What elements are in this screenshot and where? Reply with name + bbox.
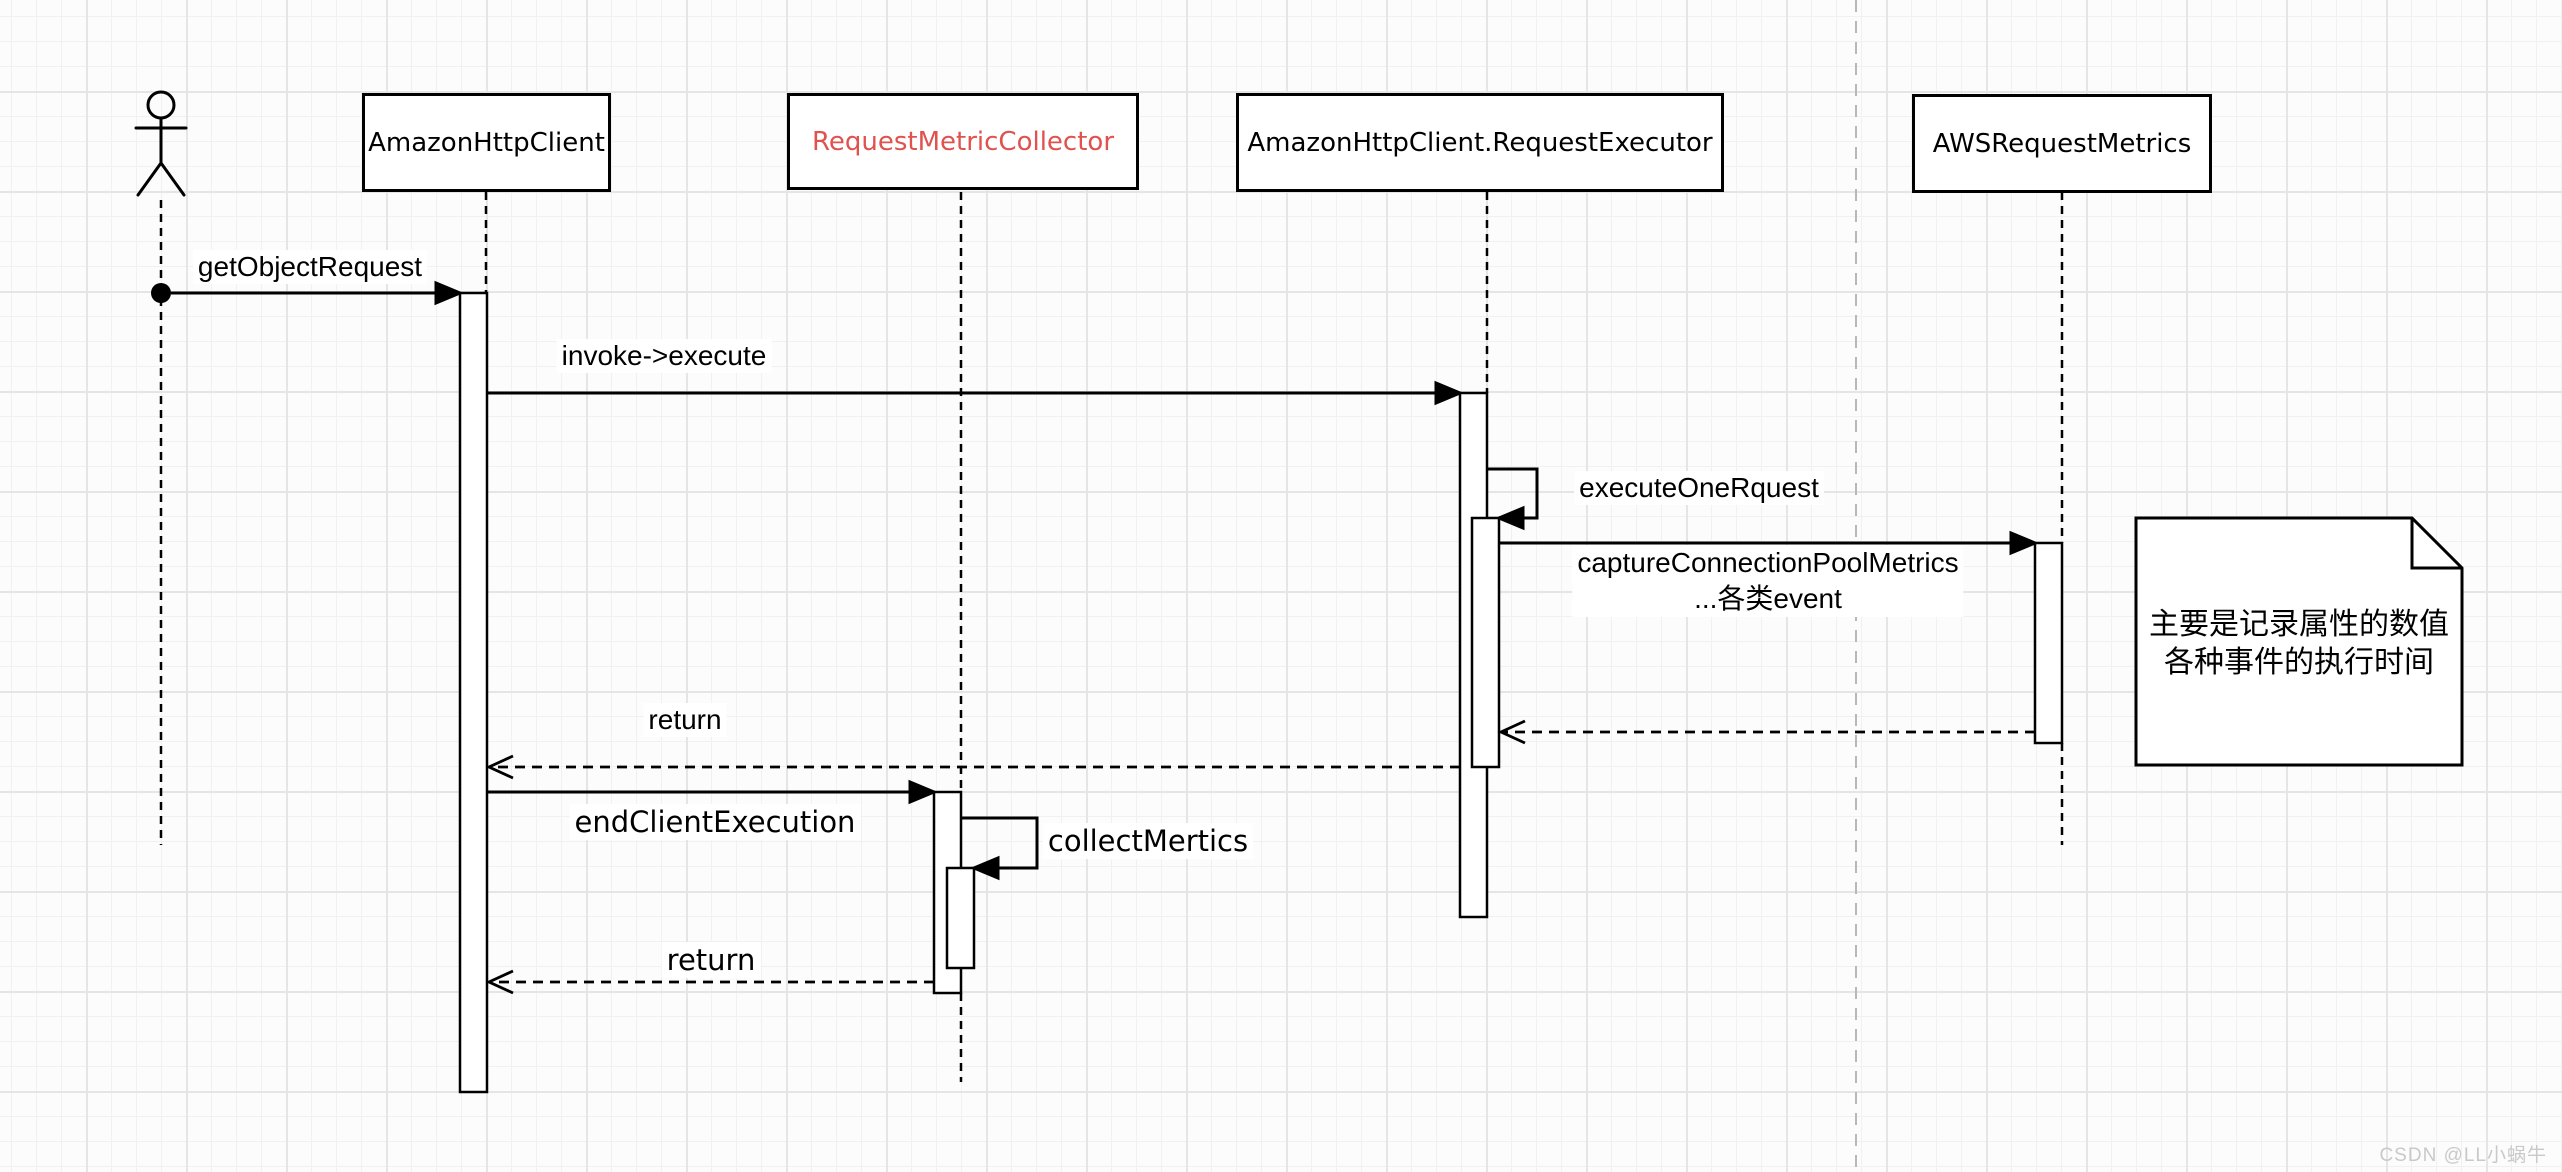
- note-outline: [2134, 516, 2464, 767]
- watermark: CSDN @LL小蜗牛: [2379, 1145, 2547, 1166]
- arrow-executeonerquest-selfloop: [1487, 467, 1539, 520]
- arrowhead-getobjectrequest: [434, 280, 464, 306]
- arrowhead-return-aws: [1497, 719, 1526, 745]
- participant-label: AmazonHttpClient.RequestExecutor: [1247, 127, 1713, 158]
- participant-label: AWSRequestMetrics: [1932, 128, 2192, 159]
- arrowhead-invoke-execute: [1434, 380, 1464, 406]
- participant-amazonhttpclient: AmazonHttpClient: [362, 93, 611, 192]
- note-fold-corner: [2410, 518, 2462, 570]
- arrowhead-return-collector: [485, 969, 514, 995]
- message-label-collectmertics: collectMertics: [1042, 823, 1254, 859]
- activation-requestmetriccollector-nested: [945, 866, 976, 970]
- participant-requestexecutor: AmazonHttpClient.RequestExecutor: [1236, 93, 1724, 192]
- note-line2: 各种事件的执行时间: [2164, 646, 2434, 679]
- actor-head: [146, 90, 176, 120]
- message-label-line1: captureConnectionPoolMetrics: [1577, 547, 1959, 578]
- activation-bars: [458, 291, 2064, 1094]
- arrowhead-captureconnectionpoolmetrics: [2009, 530, 2039, 556]
- arrowhead-return-executor: [485, 754, 514, 780]
- message-label-line2: ...各类event: [1694, 583, 1842, 614]
- activation-amazonhttpclient: [458, 291, 489, 1094]
- message-label-invoke-execute: invoke->execute: [556, 339, 772, 373]
- arrowhead-endclientexecution: [908, 779, 938, 805]
- arrowhead-executeonerquest: [1495, 505, 1525, 531]
- activation-requestexecutor-nested: [1470, 516, 1501, 769]
- message-label-return-collector: return: [661, 942, 761, 978]
- arrowhead-collectmertics: [970, 855, 1000, 881]
- actor-leg-right: [159, 161, 186, 197]
- return-arrows: [485, 719, 2035, 995]
- arrow-collectmertics-selfloop: [961, 816, 1039, 870]
- message-arrows: [151, 280, 2039, 881]
- participant-label: RequestMetricCollector: [811, 126, 1115, 157]
- actor-leg-left: [136, 161, 163, 197]
- lifelines: [159, 192, 2064, 1082]
- message-label-getobjectrequest: getObjectRequest: [192, 250, 428, 284]
- message-label-endclientexecution: endClientExecution: [569, 804, 861, 840]
- message-label-return-executor: return: [643, 703, 727, 737]
- participant-requestmetriccollector: RequestMetricCollector: [787, 93, 1139, 190]
- activation-awsrequestmetrics: [2033, 541, 2064, 745]
- message-label-captureconnectionpoolmetrics: captureConnectionPoolMetrics ...各类event: [1572, 545, 1964, 617]
- note-shape: [2134, 516, 2464, 767]
- message-label-executeonerquest: executeOneRquest: [1574, 471, 1824, 505]
- note-text: 主要是记录属性的数值 各种事件的执行时间: [2146, 606, 2452, 682]
- participant-awsrequestmetrics: AWSRequestMetrics: [1912, 94, 2212, 193]
- actor-icon: [134, 90, 188, 197]
- participant-label: AmazonHttpClient: [368, 127, 605, 158]
- start-circle: [151, 283, 171, 303]
- note-line1: 主要是记录属性的数值: [2149, 608, 2449, 641]
